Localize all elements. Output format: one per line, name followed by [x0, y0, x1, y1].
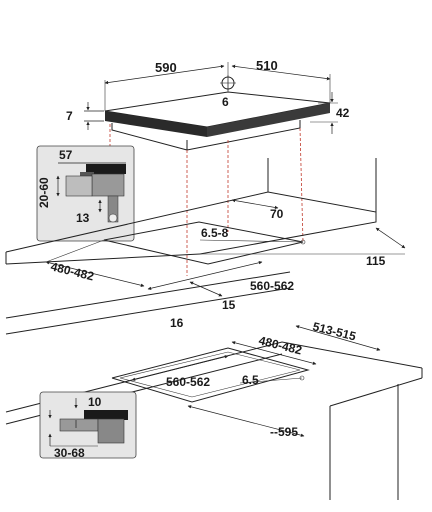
detail-inset-gasket: 57 20-60 13 — [36, 145, 135, 242]
min-cabinet-label: --595 — [270, 425, 298, 439]
hob-depth-label: 510 — [256, 58, 278, 73]
cutout-width-lower-label: 560-562 — [166, 375, 210, 389]
inset-left-label: 20-60 — [37, 177, 51, 208]
dim-cutout-depth-upper: 480-482 — [45, 239, 145, 287]
hob-height-label: 42 — [336, 106, 350, 120]
min-front-label: 16 — [170, 316, 184, 330]
corner-radius-label: 6.5-8 — [201, 226, 229, 240]
cutout-depth-upper-label: 480-482 — [49, 259, 95, 283]
dim-hob-height: 42 — [310, 92, 350, 134]
hob-width-label: 590 — [155, 60, 177, 75]
dim-hob-width: 590 — [104, 60, 229, 111]
min-side-gap-label: 15 — [222, 298, 236, 312]
gas-connection-label: 6 — [222, 95, 229, 109]
inset2-bottom-label: 30-68 — [54, 446, 85, 460]
dim-side-thickness: 7 — [66, 102, 104, 130]
worktop-depth-label: 513-515 — [311, 319, 357, 343]
inset-top-label: 57 — [59, 148, 73, 162]
hob-top-view — [104, 91, 331, 151]
side-thickness-label: 7 — [66, 109, 73, 123]
worktop-lower — [5, 271, 423, 500]
detail-inset-worktop: 10 30-68 — [39, 391, 137, 460]
corner-radius-lower-label: 6.5 — [242, 373, 259, 387]
rear-gap-label: 70 — [270, 207, 284, 221]
front-gap-label: 115 — [366, 254, 386, 268]
inset2-top-label: 10 — [88, 395, 102, 409]
dim-hob-depth: 510 — [231, 58, 331, 103]
inset-bottom-label: 13 — [76, 211, 90, 225]
